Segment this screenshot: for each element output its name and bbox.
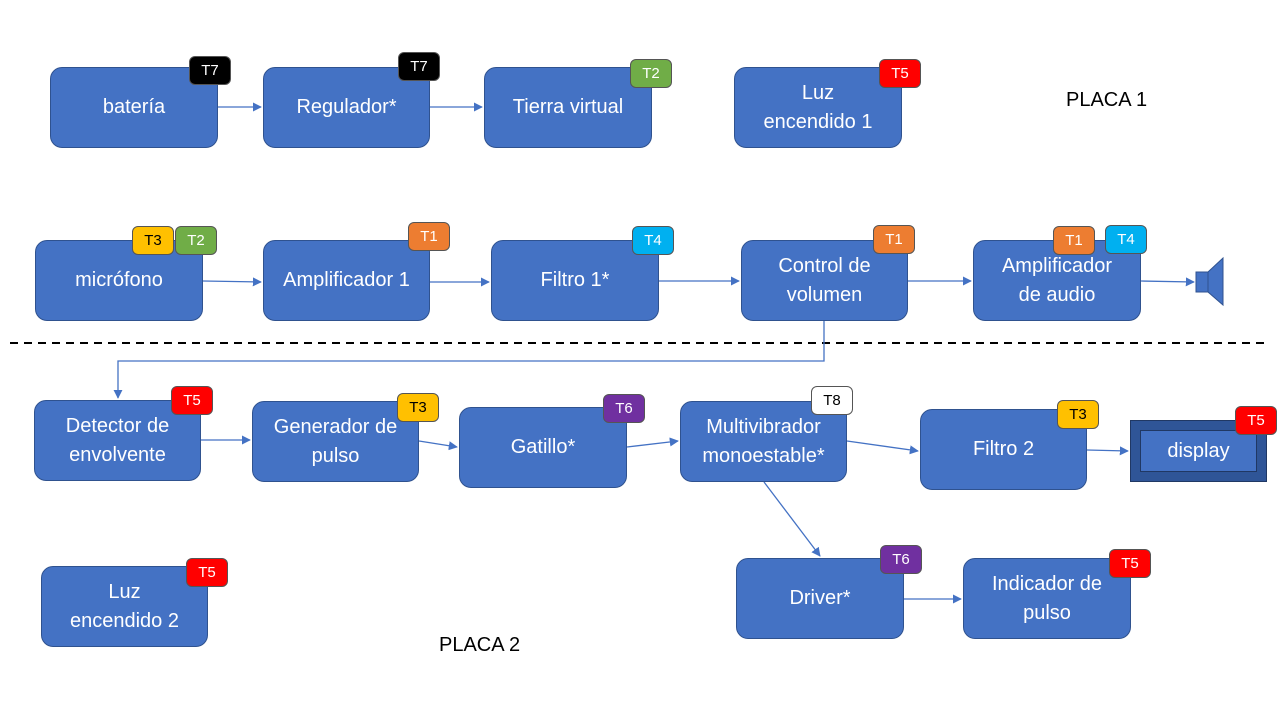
filtro-2-label: Filtro 2 (972, 438, 1035, 460)
tierra-virtual-label: Tierra virtual (512, 96, 624, 118)
tag-indicador-pulso-t5: T5 (1109, 549, 1151, 578)
amplificador-1-label: Amplificador 1 (283, 269, 410, 291)
connection-filtro-2-to-display (1086, 446, 1129, 456)
amplificador-1-block[interactable]: Amplificador 1 (263, 240, 430, 321)
display-frame[interactable]: display (1130, 420, 1267, 482)
generador-pulso-label: Generador de pulso (273, 415, 398, 467)
indicador-pulso-label: Indicador de pulso (991, 572, 1103, 624)
microfono-block[interactable]: micrófono (35, 240, 203, 321)
multivibrador-block[interactable]: Multivibrador monoestable* (680, 401, 847, 482)
connection-gatillo-to-multivibrador (626, 437, 679, 448)
regulador-block[interactable]: Regulador* (263, 67, 430, 148)
tag-luz-encendido-2-t5: T5 (186, 558, 228, 587)
tag-microfono-t3: T3 (132, 226, 174, 255)
connection-generador-pulso-to-gatillo (418, 440, 458, 451)
connection-microfono-to-amplificador-1 (202, 277, 262, 287)
detector-envolvente-label: Detector de envolvente (65, 414, 170, 466)
generador-pulso-block[interactable]: Generador de pulso (252, 401, 419, 482)
tag-display-t5: T5 (1235, 406, 1277, 435)
tag-luz-encendido-1-t5: T5 (879, 59, 921, 88)
driver-block[interactable]: Driver* (736, 558, 904, 639)
connection-control-volumen-to-detector-envolvente (113, 321, 825, 399)
luz-encendido-2-label: Luz encendido 2 (70, 580, 179, 632)
luz-encendido-2-block[interactable]: Luz encendido 2 (41, 566, 208, 647)
tag-filtro-2-t3: T3 (1057, 400, 1099, 429)
filtro-1-block[interactable]: Filtro 1* (491, 240, 659, 321)
placa-2-label: PLACA 2 (439, 634, 521, 656)
control-volumen-label: Control de volumen (778, 254, 871, 306)
tierra-virtual-block[interactable]: Tierra virtual (484, 67, 652, 148)
indicador-pulso-block[interactable]: Indicador de pulso (963, 558, 1131, 639)
tag-filtro-1-t4: T4 (632, 226, 674, 255)
tag-multivibrador-t8: T8 (811, 386, 853, 415)
tag-gatillo-t6: T6 (603, 394, 645, 423)
tag-regulador-t7: T7 (398, 52, 440, 81)
tag-generador-pulso-t3: T3 (397, 393, 439, 422)
luz-encendido-1-block[interactable]: Luz encendido 1 (734, 67, 902, 148)
gatillo-label: Gatillo* (510, 436, 576, 458)
display-label: display (1167, 439, 1230, 462)
regulador-label: Regulador* (296, 96, 397, 118)
connection-multivibrador-to-driver (763, 481, 821, 557)
tag-tierra-virtual-t2: T2 (630, 59, 672, 88)
tag-detector-envolvente-t5: T5 (171, 386, 213, 415)
placa-1-label: PLACA 1 (1066, 89, 1148, 111)
connection-multivibrador-to-filtro-2 (846, 440, 919, 455)
tag-amplificador-1-t1: T1 (408, 222, 450, 251)
speaker-icon (1195, 256, 1224, 307)
multivibrador-label: Multivibrador monoestable* (702, 415, 825, 467)
tag-amplificador-audio-t1: T1 (1053, 226, 1095, 255)
luz-encendido-1-label: Luz encendido 1 (763, 81, 873, 133)
amplificador-audio-label: Amplificador de audio (1001, 254, 1113, 306)
connection-amplificador-audio-to-speaker (1140, 277, 1195, 287)
filtro-1-label: Filtro 1* (540, 269, 610, 291)
tag-control-volumen-t1: T1 (873, 225, 915, 254)
microfono-label: micrófono (75, 269, 163, 291)
tag-amplificador-audio-t4: T4 (1105, 225, 1147, 254)
tag-driver-t6: T6 (880, 545, 922, 574)
tag-bateria-t7: T7 (189, 56, 231, 85)
tag-microfono-t2: T2 (175, 226, 217, 255)
bateria-label: batería (102, 96, 166, 118)
gatillo-block[interactable]: Gatillo* (459, 407, 627, 488)
display-screen: display (1140, 430, 1257, 472)
driver-label: Driver* (789, 587, 851, 609)
